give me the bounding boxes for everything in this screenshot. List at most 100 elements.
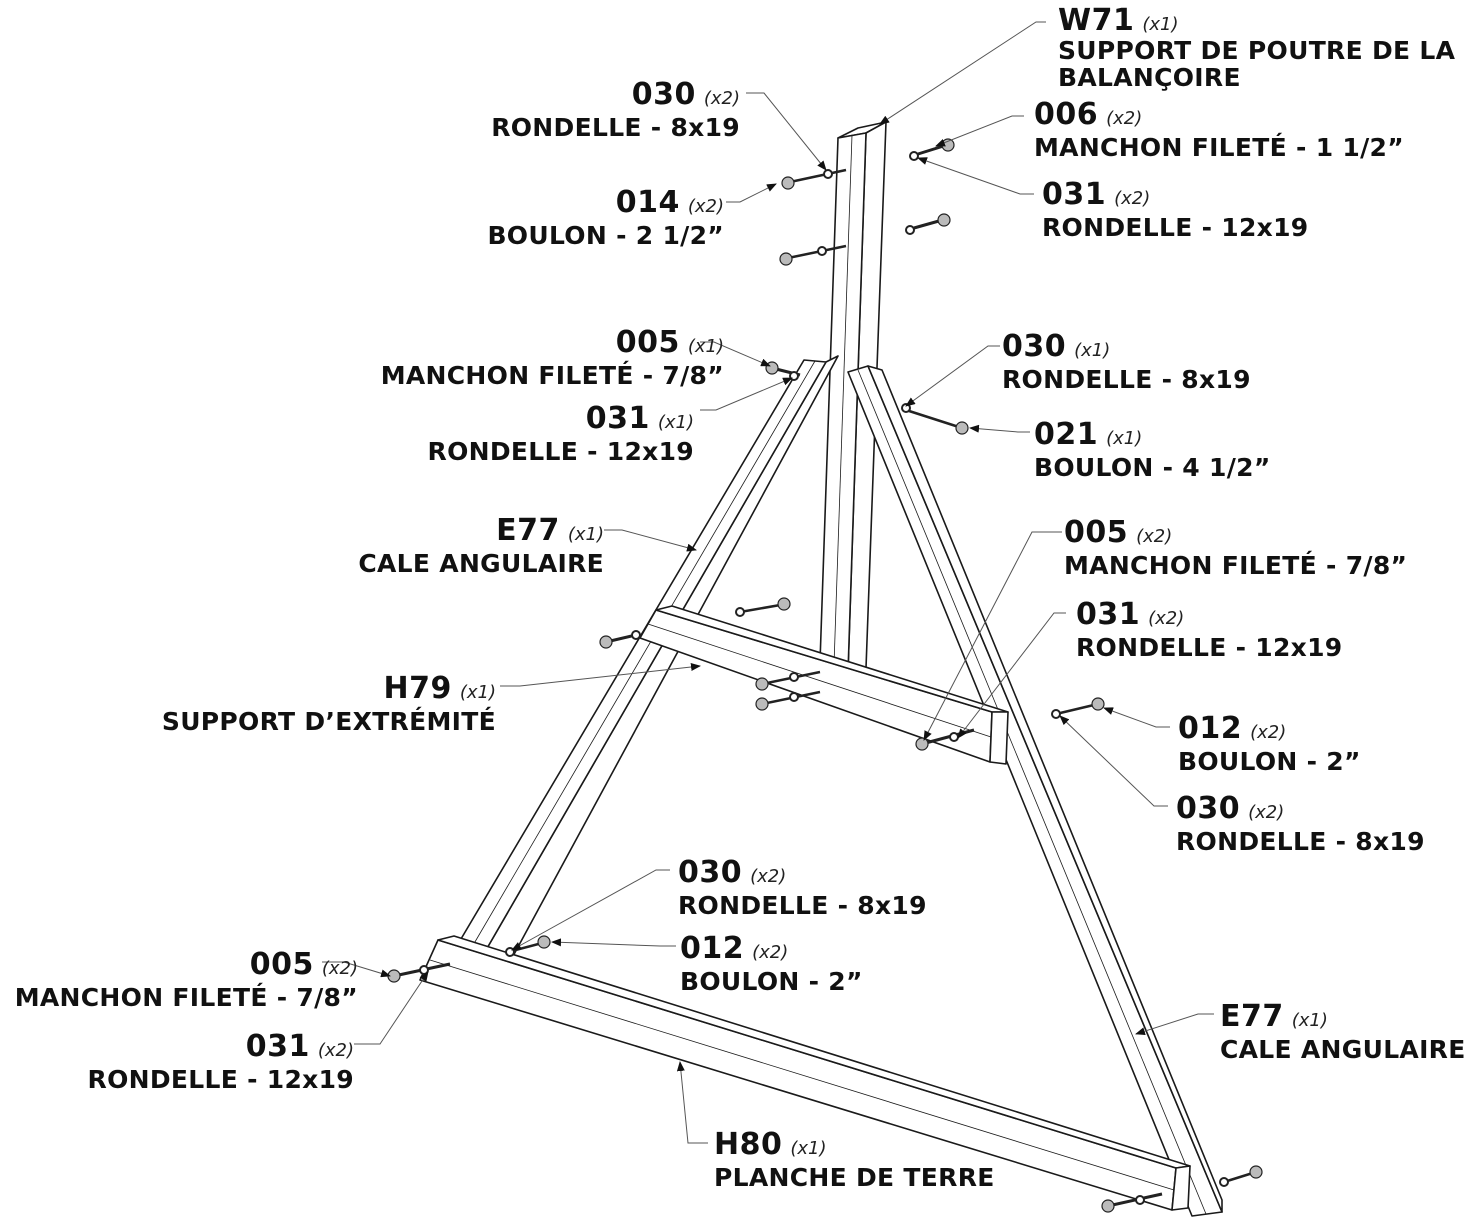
leader-w71 (879, 21, 1046, 125)
part-qty: (x2) (752, 942, 789, 963)
h79-crossbar (639, 605, 1009, 765)
part-qty: (x2) (1136, 526, 1173, 547)
e77-right-leg (847, 365, 1223, 1217)
part-name: PLANCHE DE TERRE (714, 1163, 995, 1192)
callout-021: 021 (x1) BOULON - 4 1/2” (1034, 417, 1271, 482)
part-qty: (x1) (1106, 428, 1143, 449)
callout-012-right: 012(x2) BOULON - 2” (1178, 714, 1361, 776)
part-name: SUPPORT DE POUTRE DE LA (1058, 36, 1456, 65)
bolt-014-bottom (779, 244, 847, 266)
part-qty: (x2) (750, 866, 787, 887)
part-name: RONDELLE - 12x19 (1076, 633, 1343, 662)
sleeve-006-top (909, 138, 955, 161)
part-name: RONDELLE - 8x19 (1176, 827, 1425, 856)
sleeve-bottom-right (1101, 1192, 1163, 1213)
part-name: RONDELLE - 12x19 (427, 437, 694, 466)
part-qty: (x2) (321, 958, 358, 979)
part-qty: (x2) (1250, 722, 1287, 743)
part-name: BOULON - 2” (680, 967, 863, 996)
part-name: MANCHON FILETÉ - 7/8” (1064, 551, 1408, 580)
leader-lines (322, 21, 1214, 1144)
leader-005c (322, 961, 391, 978)
leader-031b (700, 377, 793, 411)
part-qty: (x1) (459, 682, 496, 703)
leader-014 (726, 183, 777, 203)
callout-005-mid: 005 (x1) MANCHON FILETÉ - 7/8” (380, 325, 724, 390)
callout-e77-right: E77(x1) CALE ANGULAIRE (1220, 1002, 1466, 1064)
part-code: 005 (249, 947, 314, 982)
part-name: RONDELLE - 8x19 (678, 891, 927, 920)
part-qty: (x1) (1142, 14, 1179, 35)
leader-012a (1103, 707, 1170, 728)
part-qty: (x2) (1106, 108, 1143, 129)
part-code: E77 (496, 513, 560, 548)
part-code: 021 (1034, 417, 1099, 452)
bolt-014-top (781, 168, 847, 190)
part-code: 005 (1064, 515, 1129, 550)
callout-030-right: 030(x2) RONDELLE - 8x19 (1176, 794, 1425, 856)
part-code: 012 (680, 931, 745, 966)
part-name: CALE ANGULAIRE (1220, 1035, 1466, 1064)
part-qty: (x2) (703, 88, 740, 109)
bolt-021 (901, 403, 969, 435)
leader-012b (551, 938, 676, 947)
part-code: 030 (631, 77, 696, 112)
leader-030d (511, 869, 670, 951)
part-qty: (x1) (657, 412, 694, 433)
part-code: H80 (714, 1127, 783, 1162)
sleeve-006-bottom (905, 213, 951, 235)
leader-021 (969, 424, 1030, 433)
part-name: MANCHON FILETÉ - 7/8” (14, 983, 358, 1012)
callout-030-mid: 030(x1) RONDELLE - 8x19 (1002, 329, 1251, 393)
leader-e77b (1135, 1013, 1214, 1036)
part-qty: (x1) (1074, 340, 1111, 361)
part-qty: (x1) (1291, 1010, 1328, 1031)
bolt-crossbar-left (735, 597, 791, 617)
leader-031d (354, 971, 429, 1045)
leader-031c (957, 612, 1066, 739)
part-name: RONDELLE - 12x19 (1042, 213, 1309, 242)
part-code: 031 (1076, 597, 1141, 632)
part-qty: (x2) (317, 1040, 354, 1061)
leader-006 (935, 115, 1024, 147)
callout-031-top: 031(x2) RONDELLE - 12x19 (1042, 177, 1309, 242)
part-qty: (x1) (687, 336, 724, 357)
part-code: 030 (1002, 329, 1067, 364)
callout-030-top: 030(x2) RONDELLE - 8x19 (491, 77, 740, 141)
leader-030b (905, 345, 1000, 407)
bolt-012-right (1051, 697, 1105, 719)
part-qty: (x2) (687, 196, 724, 217)
part-name: BOULON - 2” (1178, 747, 1361, 776)
callout-031-mid: 031 (x1) RONDELLE - 12x19 (427, 401, 694, 466)
part-qty: (x1) (567, 524, 604, 545)
callout-012-bottom: 012 (x2) BOULON - 2” (680, 931, 863, 996)
leader-e77a (604, 529, 697, 552)
part-code: 031 (585, 401, 650, 436)
callout-006: 006 (x2) MANCHON FILETÉ - 1 1/2” (1034, 97, 1404, 162)
leader-h80 (676, 1061, 708, 1144)
part-name: BOULON - 4 1/2” (1034, 453, 1271, 482)
callout-e77-left: E77 (x1) CALE ANGULAIRE (358, 513, 604, 578)
part-code: 031 (1042, 177, 1107, 212)
callout-h80: H80(x1) PLANCHE DE TERRE (714, 1127, 995, 1192)
part-code: 005 (615, 325, 680, 360)
callout-031-right: 031(x2) RONDELLE - 12x19 (1076, 597, 1343, 662)
leader-005b (923, 531, 1062, 741)
part-name: MANCHON FILETÉ - 7/8” (380, 361, 724, 390)
part-name: BOULON - 2 1/2” (487, 221, 724, 250)
part-code: W71 (1058, 3, 1135, 38)
callout-005-right: 005 (x2) MANCHON FILETÉ - 7/8” (1064, 515, 1408, 580)
callout-h79: H79(x1) SUPPORT D’EXTRÉMITÉ (162, 674, 496, 735)
callout-014: 014 (x2) BOULON - 2 1/2” (487, 185, 724, 250)
callout-005-bottom: 005 (x2) MANCHON FILETÉ - 7/8” (14, 947, 358, 1012)
callout-031-bottom: 031(x2) RONDELLE - 12x19 (87, 1032, 354, 1094)
leader-030c (1059, 715, 1168, 807)
part-code: 006 (1034, 97, 1099, 132)
part-name: MANCHON FILETÉ - 1 1/2” (1034, 133, 1404, 162)
sleeve-005-bottom (387, 962, 451, 983)
part-name: CALE ANGULAIRE (358, 549, 604, 578)
part-name: RONDELLE - 12x19 (87, 1065, 354, 1094)
part-code: 014 (615, 185, 680, 220)
leader-005a (700, 341, 771, 367)
